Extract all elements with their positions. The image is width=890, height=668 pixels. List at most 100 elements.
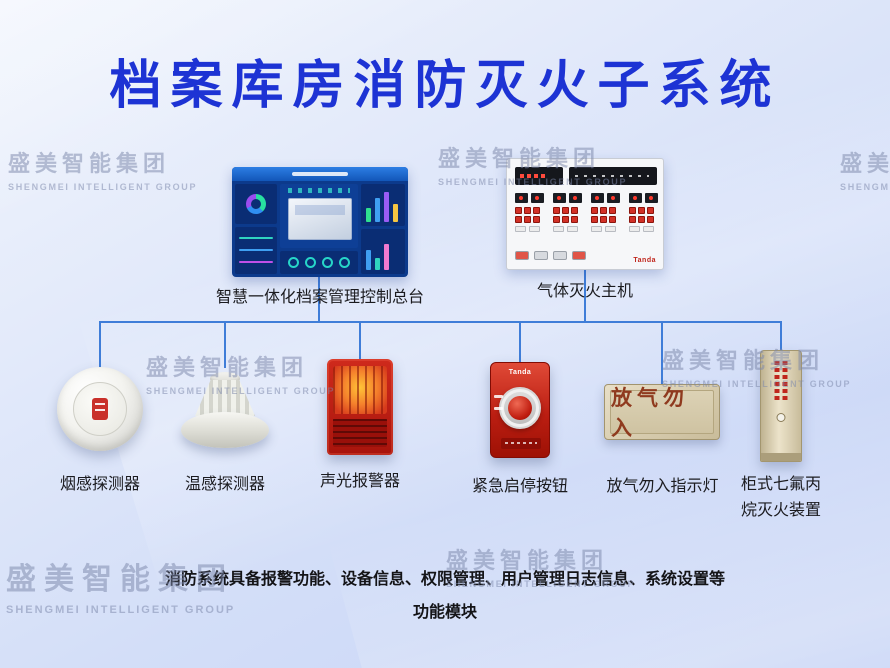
red-key bbox=[533, 207, 540, 214]
cabinet-label: 柜式七氟丙 烷灭火装置 bbox=[739, 472, 823, 524]
connector-cabinet bbox=[780, 321, 782, 352]
smoke-detector-device bbox=[57, 367, 143, 451]
white-key bbox=[629, 226, 640, 232]
red-key bbox=[533, 216, 540, 223]
cabinet-base bbox=[761, 453, 801, 461]
red-push-button bbox=[508, 396, 532, 420]
host-zone-module bbox=[629, 193, 659, 243]
gauge-ring bbox=[322, 257, 333, 268]
cabinet-label-line2: 烷灭火装置 bbox=[740, 502, 821, 519]
archive-console-screenshot bbox=[232, 167, 408, 277]
red-key bbox=[524, 216, 531, 223]
white-key bbox=[605, 226, 616, 232]
micro-label bbox=[494, 395, 503, 398]
badge-mark bbox=[95, 409, 105, 411]
badge-mark bbox=[95, 403, 105, 405]
host-zone-module bbox=[591, 193, 621, 243]
white-key bbox=[643, 226, 654, 232]
strobe-label: 声光报警器 bbox=[319, 473, 400, 490]
gauge-ring bbox=[305, 257, 316, 268]
panel-ticker bbox=[288, 188, 350, 193]
host-indicator-strip bbox=[569, 167, 657, 185]
red-key bbox=[638, 216, 645, 223]
watermark-en-text: SHENGMEI INTELLIGENT GROUP bbox=[8, 182, 198, 192]
led-windows bbox=[515, 193, 545, 203]
led-windows bbox=[629, 193, 659, 203]
red-key bbox=[609, 207, 616, 214]
brand-mark: Tanda bbox=[508, 369, 532, 376]
alarm-lamp-window bbox=[333, 366, 387, 414]
host-zone-module bbox=[515, 193, 545, 243]
gas-host-label: 气体灭火主机 bbox=[536, 283, 633, 300]
indicator-dashes bbox=[575, 175, 649, 177]
footer-line1: 消防系统具备报警功能、设备信息、权限管理、用户管理日志信息、系统设置等 bbox=[164, 571, 725, 588]
dashboard-donut-panel bbox=[235, 184, 277, 224]
red-key bbox=[591, 216, 598, 223]
host-bottom-buttons bbox=[515, 251, 586, 260]
button-window bbox=[499, 387, 541, 429]
gauge-ring bbox=[339, 257, 350, 268]
red-key bbox=[562, 207, 569, 214]
led-window bbox=[569, 193, 582, 203]
gauge-ring bbox=[288, 257, 299, 268]
footer-description: 消防系统具备报警功能、设备信息、权限管理、用户管理日志信息、系统设置等 功能模块 bbox=[0, 565, 890, 622]
bar-chart bbox=[366, 190, 402, 222]
sub-buttons bbox=[553, 226, 583, 232]
detector-fins bbox=[195, 380, 255, 416]
micro-text bbox=[505, 442, 537, 444]
heat-label: 温感探测器 bbox=[184, 476, 265, 493]
chart-bar bbox=[375, 198, 380, 222]
connector-strobe bbox=[359, 321, 361, 361]
white-key bbox=[553, 226, 564, 232]
room-shelf bbox=[295, 205, 345, 215]
dashboard-3d-room-panel bbox=[280, 184, 358, 248]
host-zone-module bbox=[553, 193, 583, 243]
archive-room-3d-view bbox=[288, 198, 352, 240]
red-key bbox=[629, 207, 636, 214]
watermark: 盛美智能集团 SHENGMEI INTELLIGENT GROUP bbox=[840, 146, 890, 192]
led-windows bbox=[591, 193, 621, 203]
led-window bbox=[531, 193, 544, 203]
donut-chart bbox=[246, 194, 266, 214]
bar-chart bbox=[366, 238, 402, 270]
red-key bbox=[629, 216, 636, 223]
red-key bbox=[591, 207, 598, 214]
cabinet-label-line1: 柜式七氟丙 bbox=[740, 476, 821, 493]
button-label-strip bbox=[501, 438, 541, 449]
brand-mark: Tanda bbox=[633, 257, 656, 264]
watermark-en-text: SHENGMEI INTELLIGENT GROUP bbox=[840, 182, 890, 192]
chart-bar bbox=[366, 250, 371, 270]
watermark: 盛美智能集团 SHENGMEI INTELLIGENT GROUP bbox=[8, 146, 197, 192]
button-collar bbox=[504, 392, 536, 424]
panel-button bbox=[515, 251, 529, 260]
emergency-button-device: Tanda bbox=[490, 362, 550, 458]
text-column bbox=[782, 361, 788, 403]
display-digits bbox=[520, 174, 546, 178]
led-window bbox=[515, 193, 528, 203]
dashboard-line-panel bbox=[235, 227, 277, 274]
red-key bbox=[524, 207, 531, 214]
red-key bbox=[515, 207, 522, 214]
gauge-row bbox=[280, 251, 358, 274]
red-key bbox=[638, 207, 645, 214]
detector-badge bbox=[92, 398, 108, 420]
connector-smoke bbox=[99, 321, 101, 369]
red-key bbox=[647, 207, 654, 214]
connector-heat bbox=[224, 321, 226, 368]
chart-bar bbox=[384, 192, 389, 222]
footer-line2: 功能模块 bbox=[412, 604, 477, 621]
text-column bbox=[774, 361, 780, 403]
connector-horizontal bbox=[100, 321, 782, 323]
pressure-gauge bbox=[776, 413, 786, 422]
red-key bbox=[553, 216, 560, 223]
red-key bbox=[600, 207, 607, 214]
panel-button bbox=[553, 251, 567, 260]
key-grid bbox=[515, 207, 545, 223]
led-windows bbox=[553, 193, 583, 203]
dashboard-title-chip bbox=[292, 172, 348, 176]
panel-button bbox=[534, 251, 548, 260]
white-key bbox=[591, 226, 602, 232]
line-series bbox=[239, 249, 273, 251]
watermark-cn-text: 盛美智能集团 bbox=[840, 151, 890, 176]
